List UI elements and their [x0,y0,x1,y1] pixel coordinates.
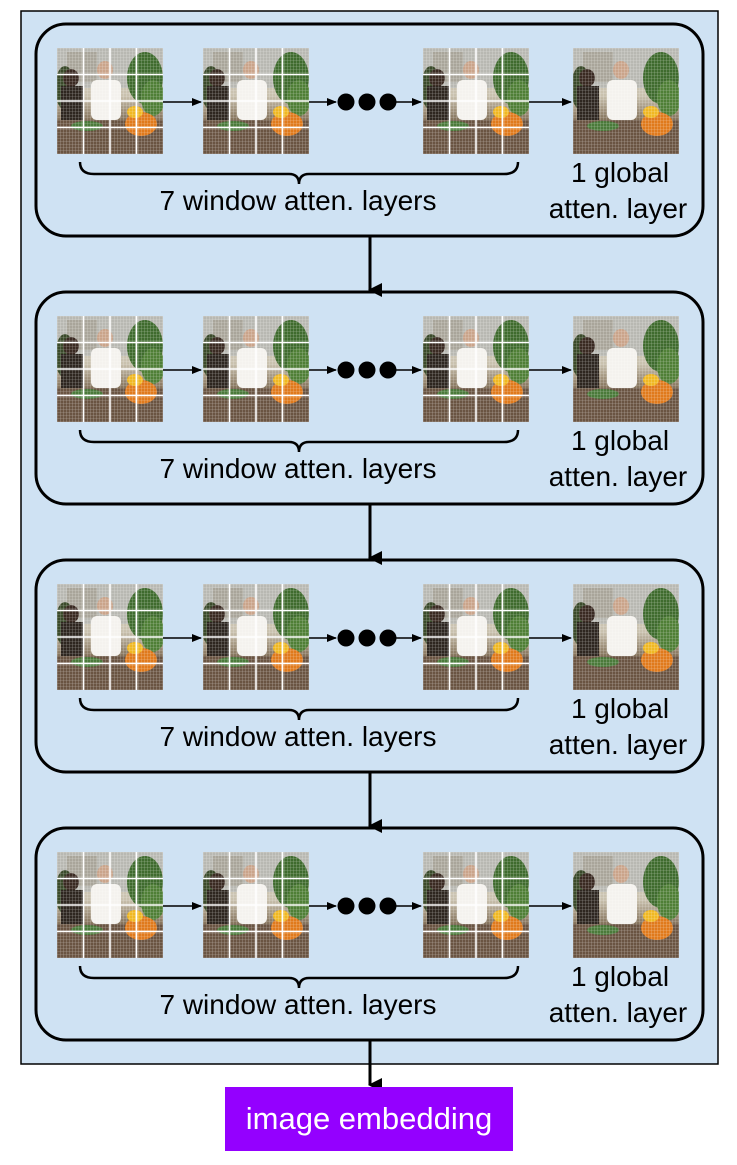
window-attention-thumbnail [423,48,529,154]
global-layer-label-line2: atten. layer [549,997,688,1028]
global-attention-thumbnail [573,584,679,690]
window-attention-thumbnail [423,584,529,690]
window-attention-thumbnail [57,584,163,690]
window-layers-brace [78,697,520,721]
ellipsis-dot [337,897,355,915]
ellipsis-dot [358,93,376,111]
ellipsis-dot [379,897,397,915]
ellipsis-dot [337,93,355,111]
encoder-stage: 7 window atten. layers 1 global atten. lay… [34,558,705,774]
image-embedding-box: image embedding [225,1087,513,1151]
ellipsis-dot [379,361,397,379]
window-layers-brace [78,161,520,185]
global-attention-thumbnail [573,852,679,958]
encoder-stage: 7 window atten. layers 1 global atten. lay… [34,22,705,238]
window-attention-thumbnail [57,316,163,422]
encoder-stage: 7 window atten. layers 1 global atten. lay… [34,290,705,506]
ellipsis-dot [358,629,376,647]
ellipsis-dot [358,897,376,915]
global-layer-label-line1: 1 global [571,693,669,724]
ellipsis-dot [337,629,355,647]
global-layer-label-line1: 1 global [571,961,669,992]
global-layer-label-line2: atten. layer [549,193,688,224]
window-attention-thumbnail [57,852,163,958]
global-layer-label-line2: atten. layer [549,461,688,492]
stages-layer: 7 window atten. layers 1 global atten. lay… [34,22,705,1042]
window-attention-thumbnail [203,48,309,154]
window-attention-thumbnail [423,316,529,422]
global-layer-label-line2: atten. layer [549,729,688,760]
window-layers-label: 7 window atten. layers [159,989,436,1020]
window-layers-brace [78,429,520,453]
encoder-stage: 7 window atten. layers 1 global atten. lay… [34,826,705,1042]
window-attention-thumbnail [203,852,309,958]
window-attention-thumbnail [203,584,309,690]
window-attention-thumbnail [203,316,309,422]
window-layers-label: 7 window atten. layers [159,185,436,216]
window-layers-label: 7 window atten. layers [159,453,436,484]
global-layer-label-line1: 1 global [571,157,669,188]
window-attention-thumbnail [57,48,163,154]
image-embedding-label: image embedding [245,1101,493,1136]
stage-box [34,22,705,238]
global-layer-label-line1: 1 global [571,425,669,456]
global-attention-thumbnail [573,316,679,422]
ellipsis-dot [379,93,397,111]
ellipsis-dot [337,361,355,379]
window-attention-thumbnail [423,852,529,958]
window-layers-label: 7 window atten. layers [159,721,436,752]
ellipsis-dot [358,361,376,379]
global-attention-thumbnail [573,48,679,154]
ellipsis-dot [379,629,397,647]
window-layers-brace [78,965,520,989]
